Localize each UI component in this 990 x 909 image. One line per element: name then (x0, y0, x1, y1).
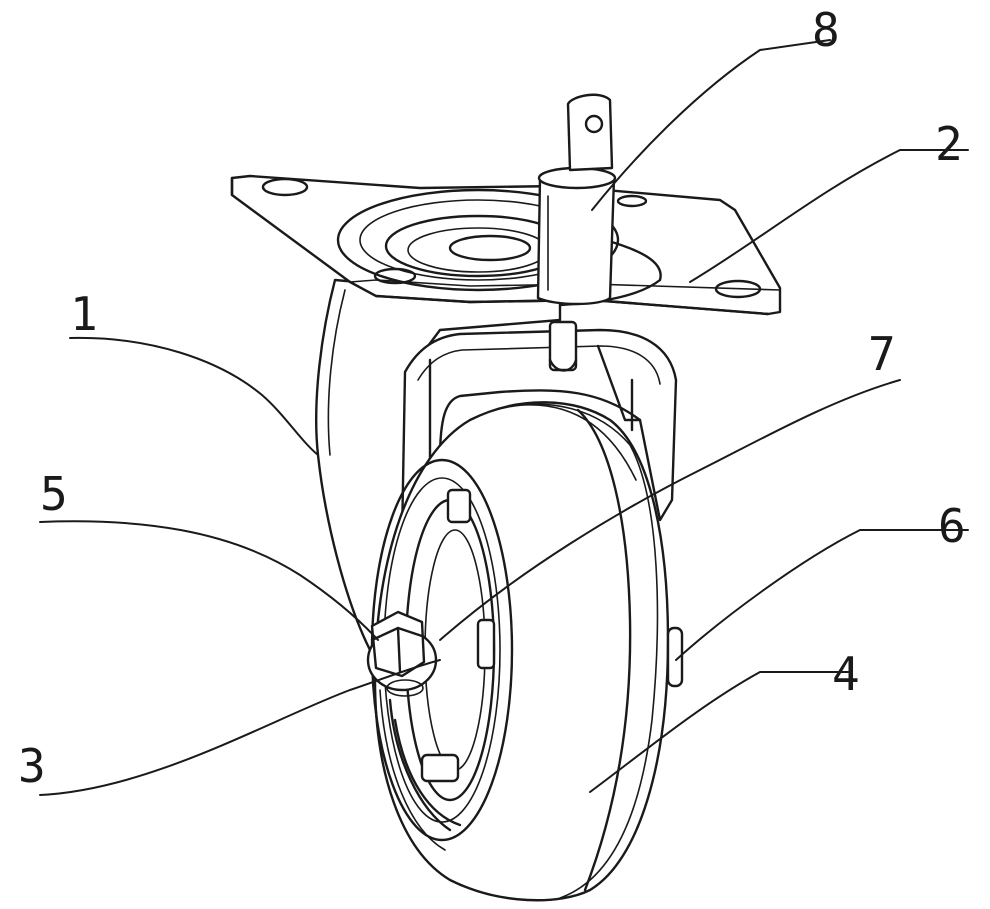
leader-5 (40, 521, 378, 640)
leader-1 (70, 338, 318, 455)
leader-8 (592, 40, 830, 210)
label-4: 4 (832, 647, 860, 701)
label-3: 3 (18, 739, 46, 793)
label-8: 8 (812, 3, 840, 57)
leader-6 (676, 530, 968, 660)
label-7: 7 (868, 327, 896, 381)
label-6: 6 (938, 499, 966, 553)
top-plate (232, 176, 780, 314)
label-5: 5 (40, 467, 68, 521)
label-2: 2 (935, 117, 963, 171)
label-1: 1 (70, 287, 98, 341)
